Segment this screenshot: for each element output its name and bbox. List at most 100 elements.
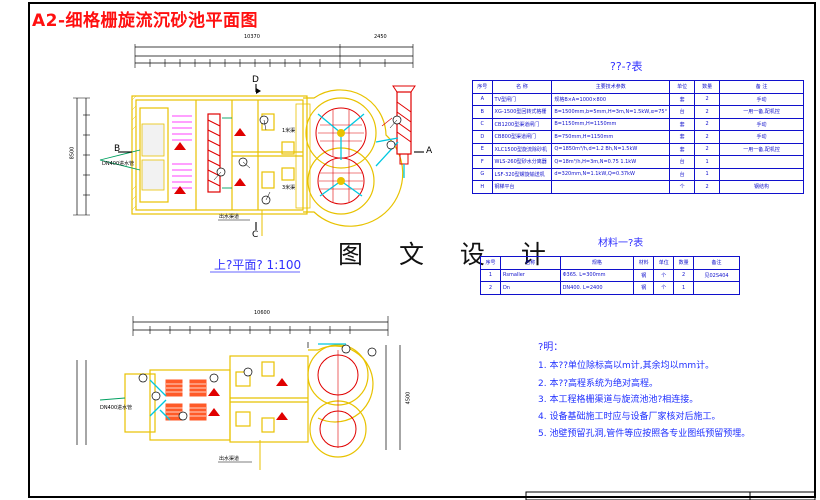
table-cell: 2 xyxy=(694,142,721,156)
lower-plan xyxy=(76,316,401,470)
table-cell: 2 xyxy=(694,117,721,131)
table-cell: 2 xyxy=(694,92,721,106)
screen-channel-label: 1米渠 xyxy=(282,128,296,134)
table-cell: 2 xyxy=(694,180,721,194)
valve-icon xyxy=(149,379,171,421)
table-cell: 个 xyxy=(669,180,696,194)
table-cell: 台 xyxy=(669,167,696,181)
table-cell: 钢梯平台 xyxy=(491,180,553,194)
table-cell: H xyxy=(472,180,493,194)
table-cell: 2 xyxy=(694,105,721,119)
table-cell: 钢 xyxy=(633,281,655,295)
grit-chamber-icon xyxy=(295,89,404,227)
col-header: 名 称 xyxy=(491,80,553,94)
table-cell: 1 xyxy=(480,268,501,282)
dim-height-lower: 4500 xyxy=(405,391,412,405)
col-header: 单位 xyxy=(669,80,696,94)
table-cell: 2 xyxy=(480,281,501,295)
table-cell xyxy=(693,281,740,295)
table-cell: 手动 xyxy=(719,92,804,106)
equipment-table-header: 序号 名 称 主要技术参数 单位 数量 备 注 xyxy=(472,80,804,94)
table-cell: Q=18m³/h,H=3m,N=0.75 1.1kW xyxy=(551,155,671,169)
table-cell: B=1500mm,b=5mm,H=3m,N=1.5kW,α=75° xyxy=(551,105,671,119)
table-cell: 规格B×A=1000×800 xyxy=(551,92,671,106)
table-cell: XG-1500型回转式格栅 xyxy=(491,105,553,119)
table-cell: 套 xyxy=(669,142,696,156)
note-line: 1. 本??单位除标高以m计,其余均以mm计。 xyxy=(538,361,715,371)
table-cell: 1 xyxy=(694,155,721,169)
table-cell: G xyxy=(472,167,493,181)
table-cell: 套 xyxy=(669,130,696,144)
table-cell: DN400. L=2400 xyxy=(559,281,635,295)
table-cell: WLS-260型砂水分离器 xyxy=(491,155,553,169)
table-cell: 台 xyxy=(669,105,696,119)
col-header: 数量 xyxy=(694,80,721,94)
table-cell: Φ365. L=300mm xyxy=(559,268,635,282)
table-cell: F xyxy=(472,155,493,169)
upper-plan xyxy=(73,44,424,236)
table-cell: 一用一备,配机控 xyxy=(719,142,804,156)
inlet-label: DN400进水管 xyxy=(102,161,135,167)
table-cell: 钢结构 xyxy=(719,180,804,194)
table-cell: 一用一备,配机控 xyxy=(719,105,804,119)
inlet-label-lower: DN400进水管 xyxy=(100,405,133,411)
section-mark-d: D xyxy=(252,75,259,85)
table-cell: E xyxy=(472,142,493,156)
outlet-label-lower: 出水渠道 xyxy=(219,456,240,462)
section-mark-a: A xyxy=(426,146,433,156)
table2-title: 材料一?表 xyxy=(598,238,644,249)
dim-total-upper: 10370 xyxy=(244,34,260,40)
table-cell: B=1150mm,H=1150mm xyxy=(551,117,671,131)
table-cell: CB1200型渠道闸门 xyxy=(491,117,553,131)
plan-caption: 上?平面? 1:100 xyxy=(214,258,302,272)
table-cell: 2 xyxy=(673,268,695,282)
note-line: 5. 池壁预留孔洞,管件等应按照各专业图纸预留预埋。 xyxy=(538,429,751,439)
table-cell: 个 xyxy=(653,268,675,282)
table1-title: ??-?表 xyxy=(610,60,643,73)
dim-right-upper: 2450 xyxy=(374,34,387,40)
note-line: 2. 本??高程系统为绝对高程。 xyxy=(538,379,659,389)
col-header: 序号 xyxy=(480,256,501,270)
table-cell: C xyxy=(472,117,493,131)
table-cell: 个 xyxy=(653,281,675,295)
table-cell: 2 xyxy=(694,130,721,144)
section-mark-c: C xyxy=(252,230,259,240)
col-header: 序号 xyxy=(472,80,493,94)
dim-height-upper: 8500 xyxy=(69,146,76,160)
table-cell: 手动 xyxy=(719,117,804,131)
section-mark-b: B xyxy=(114,144,121,154)
note-line: 3. 本工程格栅渠道与旋流池池?相连接。 xyxy=(538,395,699,405)
col-header: 备 注 xyxy=(719,80,804,94)
sheet-border xyxy=(28,2,816,498)
outlet-label: 出水渠道 xyxy=(219,214,240,220)
table-cell xyxy=(719,167,804,181)
col-header: 主要技术参数 xyxy=(551,80,671,94)
table-cell: LSF-320型螺旋输送机 xyxy=(491,167,553,181)
table-cell: Q=1850m³/h,d=1.2 Bh,N=1.5kW xyxy=(551,142,671,156)
page-title: A2-细格栅旋流沉砂池平面图 xyxy=(32,11,259,31)
col-header: 单位 xyxy=(653,256,675,270)
screen-icon xyxy=(207,113,221,193)
table-cell: 钢 xyxy=(633,268,655,282)
dim-total-lower: 10600 xyxy=(254,310,270,316)
table-cell: 1 xyxy=(694,167,721,181)
table-cell: 见02S404 xyxy=(693,268,740,282)
table-cell: 手动 xyxy=(719,130,804,144)
col-header: 数量 xyxy=(673,256,695,270)
table-cell: XLC1500型旋流除砂机 xyxy=(491,142,553,156)
table-cell: TV型闸门 xyxy=(491,92,553,106)
table-cell xyxy=(719,155,804,169)
col-header: 材料 xyxy=(633,256,655,270)
